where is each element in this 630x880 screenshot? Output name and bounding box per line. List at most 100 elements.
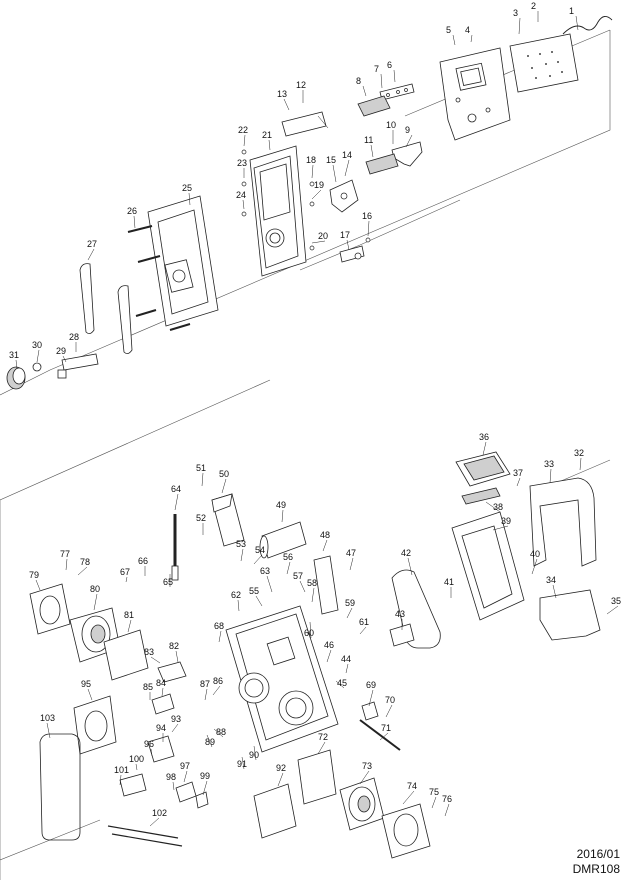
part-label-61: 61 bbox=[359, 617, 369, 627]
part-30-washer bbox=[32, 362, 42, 372]
part-43-label bbox=[389, 623, 415, 647]
part-label-41: 41 bbox=[444, 577, 454, 587]
part-label-84: 84 bbox=[156, 678, 166, 688]
part-92-gasket bbox=[253, 783, 297, 839]
part-5-main-board bbox=[439, 47, 511, 141]
part-label-45: 45 bbox=[337, 678, 347, 688]
part-label-44: 44 bbox=[341, 654, 351, 664]
leader-line-38 bbox=[485, 501, 501, 513]
part-label-5: 5 bbox=[446, 25, 451, 35]
leader-line-50 bbox=[221, 478, 227, 494]
leader-line-18 bbox=[311, 164, 314, 179]
leader-line-100 bbox=[135, 763, 138, 771]
leader-line-16 bbox=[367, 220, 370, 237]
leader-line-36 bbox=[482, 441, 487, 456]
part-11-button-strip bbox=[365, 153, 399, 175]
part-label-7: 7 bbox=[374, 64, 379, 74]
leader-line-72 bbox=[317, 741, 326, 755]
part-13-plate bbox=[281, 111, 329, 137]
part-label-88: 88 bbox=[216, 727, 226, 737]
leader-line-55 bbox=[255, 595, 263, 607]
part-label-91: 91 bbox=[237, 759, 247, 769]
part-label-40: 40 bbox=[530, 549, 540, 559]
screw-set-upper bbox=[241, 149, 371, 251]
leader-line-34 bbox=[552, 584, 557, 599]
part-label-89: 89 bbox=[205, 737, 215, 747]
leader-line-32 bbox=[579, 457, 582, 471]
part-label-81: 81 bbox=[124, 610, 134, 620]
part-label-13: 13 bbox=[277, 89, 287, 99]
leader-line-35 bbox=[606, 605, 619, 615]
leader-line-24 bbox=[242, 199, 245, 210]
part-95-plate bbox=[73, 695, 117, 755]
leader-line-51 bbox=[201, 472, 204, 487]
part-label-99: 99 bbox=[200, 771, 210, 781]
leader-line-27 bbox=[87, 248, 95, 261]
part-label-16: 16 bbox=[362, 211, 372, 221]
leader-line-20 bbox=[311, 240, 326, 244]
part-label-6: 6 bbox=[387, 60, 392, 70]
part-102-cable-ties bbox=[107, 825, 183, 847]
part-label-86: 86 bbox=[213, 676, 223, 686]
leader-line-37 bbox=[516, 477, 521, 487]
leader-line-95 bbox=[87, 688, 93, 701]
upper-assembly-frame bbox=[0, 29, 611, 396]
part-label-17: 17 bbox=[340, 230, 350, 240]
part-label-27: 27 bbox=[87, 239, 97, 249]
part-label-25: 25 bbox=[182, 183, 192, 193]
leader-line-40 bbox=[531, 558, 538, 575]
leader-line-70 bbox=[385, 704, 393, 718]
part-label-55: 55 bbox=[249, 586, 259, 596]
leader-line-4 bbox=[470, 34, 473, 43]
part-label-97: 97 bbox=[180, 761, 190, 771]
leader-line-9 bbox=[405, 134, 413, 148]
leader-line-92 bbox=[277, 772, 284, 787]
leader-line-46 bbox=[326, 649, 332, 663]
leader-line-45 bbox=[335, 680, 345, 689]
part-34-base-bracket bbox=[539, 589, 601, 641]
part-36-grille bbox=[455, 451, 511, 487]
part-label-37: 37 bbox=[513, 468, 523, 478]
part-label-102: 102 bbox=[152, 808, 167, 818]
leader-line-6 bbox=[393, 69, 396, 83]
leader-lines bbox=[15, 11, 619, 827]
part-39-side-housing bbox=[451, 511, 525, 621]
part-label-76: 76 bbox=[442, 794, 452, 804]
leader-line-89 bbox=[206, 734, 213, 748]
leader-line-42 bbox=[407, 557, 413, 576]
part-33-handle bbox=[529, 477, 597, 567]
leader-line-90 bbox=[253, 745, 257, 761]
part-label-28: 28 bbox=[69, 332, 79, 342]
leader-line-58 bbox=[311, 587, 315, 603]
leader-line-99 bbox=[202, 780, 208, 796]
part-label-22: 22 bbox=[238, 125, 248, 135]
leader-line-62 bbox=[237, 599, 240, 612]
leader-line-57 bbox=[299, 580, 306, 593]
leader-line-63 bbox=[266, 575, 273, 593]
footer-date: 2016/01 bbox=[576, 847, 620, 861]
leader-line-74 bbox=[402, 790, 415, 805]
part-label-20: 20 bbox=[318, 231, 328, 241]
part-38-bar bbox=[461, 487, 501, 505]
leader-line-76 bbox=[444, 803, 450, 817]
leader-line-13 bbox=[283, 98, 290, 111]
leader-line-73 bbox=[359, 770, 370, 785]
leader-line-91 bbox=[241, 756, 245, 770]
part-label-78: 78 bbox=[80, 557, 90, 567]
part-50-strip bbox=[211, 493, 245, 547]
part-label-35: 35 bbox=[611, 596, 621, 606]
leader-line-7 bbox=[380, 73, 383, 89]
part-label-62: 62 bbox=[231, 590, 241, 600]
part-label-34: 34 bbox=[546, 575, 556, 585]
part-label-56: 56 bbox=[283, 552, 293, 562]
part-72-gasket bbox=[297, 749, 337, 805]
part-label-14: 14 bbox=[342, 150, 352, 160]
leader-line-67 bbox=[125, 576, 128, 583]
leader-line-29 bbox=[62, 355, 67, 363]
leader-line-30 bbox=[36, 349, 40, 363]
part-48-strip bbox=[313, 555, 339, 615]
leader-line-75 bbox=[431, 796, 437, 809]
part-label-87: 87 bbox=[200, 679, 210, 689]
part-label-51: 51 bbox=[196, 463, 206, 473]
